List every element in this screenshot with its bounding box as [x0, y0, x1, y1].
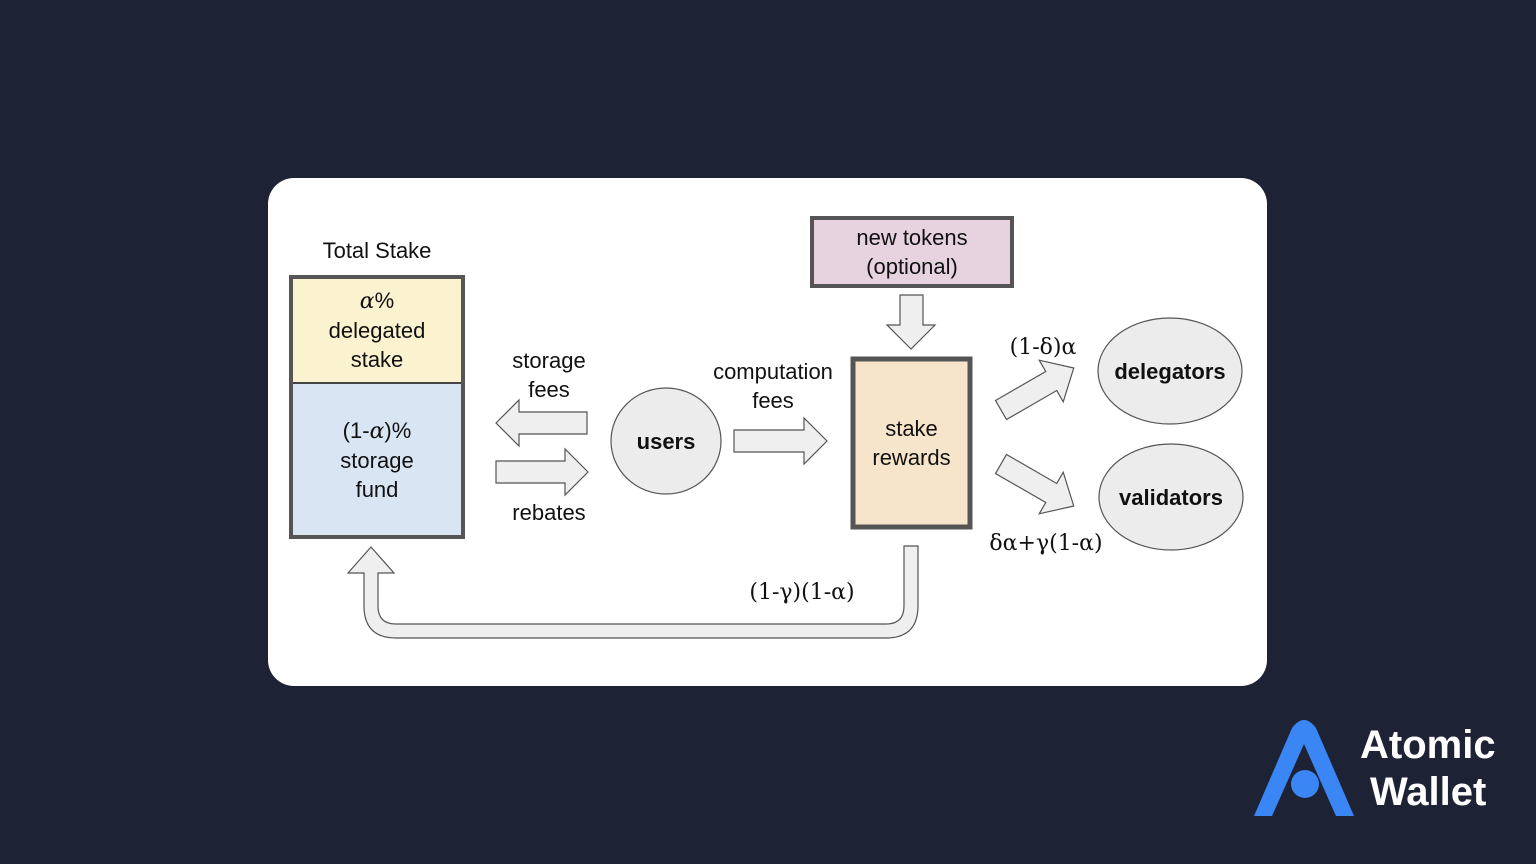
validators-arrow: [994, 453, 1075, 515]
storage-fees-arrow: [495, 398, 588, 448]
new-tokens-arrow: [885, 294, 937, 350]
diagram-card: Total Stake α% delegated stake (1-α)% st…: [268, 178, 1267, 686]
storage-return-arrow: [346, 545, 919, 639]
atomic-wallet-logo: [1254, 720, 1354, 816]
storage-return-label: (1-γ)(1-α): [749, 580, 855, 605]
brand-line-1: Atomic: [1360, 723, 1496, 767]
delegators-label: delegators: [1114, 358, 1226, 384]
total-stake-box: [289, 275, 465, 539]
storage-fees-label: storage fees: [512, 348, 586, 402]
delegators-arrow: [994, 359, 1075, 421]
rebates-label: rebates: [512, 500, 586, 525]
atomic-logo-mark: [1254, 720, 1354, 816]
brand-name: Atomic Wallet: [1360, 722, 1496, 816]
stake-rewards-box: [850, 356, 973, 530]
storage-fund-box: [291, 383, 463, 537]
computation-fees-label: computation fees: [713, 359, 833, 413]
stake-rewards-label: stake rewards: [872, 416, 951, 470]
new-tokens-box: [810, 216, 1014, 288]
rebates-arrow: [495, 447, 589, 497]
total-stake-title: Total Stake: [322, 238, 432, 263]
delegated-stake-label: α% delegated stake: [328, 288, 426, 372]
validator-share-label: δα+γ(1-α): [989, 531, 1103, 556]
storage-fund-label: (1-α)% storage fund: [340, 418, 414, 502]
flow-diagram: [289, 216, 1244, 639]
delegators-node: [1097, 317, 1243, 425]
users-label: users: [636, 428, 696, 454]
users-node: [610, 387, 722, 495]
validators-label: validators: [1119, 484, 1223, 510]
new-tokens-label: new tokens (optional): [856, 225, 968, 279]
delegated-stake-box: [291, 277, 463, 383]
validators-node: [1098, 443, 1244, 551]
delegator-share-label: (1-δ)α: [1009, 335, 1077, 360]
computation-fees-arrow: [733, 416, 828, 466]
brand-line-2: Wallet: [1370, 770, 1487, 814]
